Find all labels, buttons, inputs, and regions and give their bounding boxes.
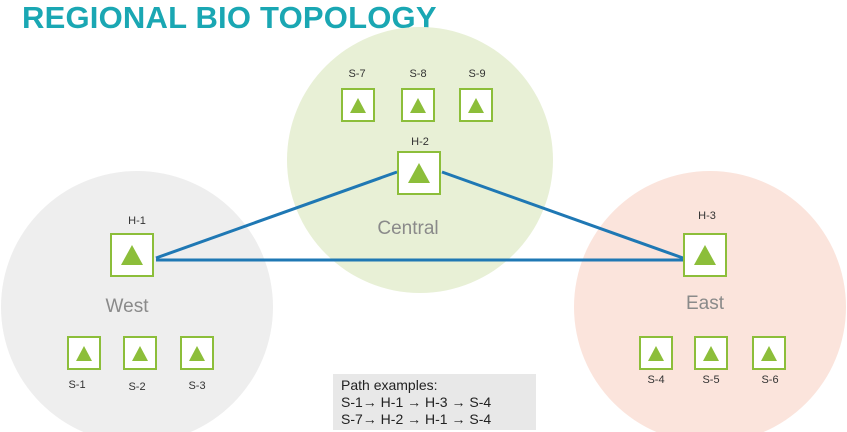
path-examples-heading: Path examples: xyxy=(341,377,438,393)
triangle-icon xyxy=(76,345,92,361)
region-label-west: West xyxy=(105,296,149,317)
triangle-icon xyxy=(761,345,777,361)
triangle-icon xyxy=(121,245,143,265)
hub-label-h1: H-1 xyxy=(128,215,146,227)
hub-node-h3[interactable] xyxy=(683,233,727,277)
hub-node-h1[interactable] xyxy=(110,233,154,277)
link-h2-h3 xyxy=(441,170,684,260)
path-examples-box: Path examples: S-1→ H-1 → H-3 → S-4 S-7→… xyxy=(333,374,536,430)
hub-label-h3: H-3 xyxy=(698,210,716,222)
site-label-s9: S-9 xyxy=(468,68,486,80)
site-label-s8: S-8 xyxy=(409,68,427,80)
triangle-icon xyxy=(132,345,148,361)
hub-node-h2[interactable] xyxy=(397,151,441,195)
triangle-icon xyxy=(408,163,430,183)
site-node-s5[interactable] xyxy=(694,336,728,370)
page-title: REGIONAL BIO TOPOLOGY xyxy=(22,0,437,35)
path-example-line: S-7→ H-2 → H-1 → S-4 xyxy=(341,411,492,427)
site-label-s4: S-4 xyxy=(647,374,665,386)
triangle-icon xyxy=(189,345,205,361)
triangle-icon xyxy=(410,97,426,113)
site-label-s6: S-6 xyxy=(761,374,779,386)
triangle-icon xyxy=(350,97,366,113)
region-label-central: Central xyxy=(377,218,439,239)
site-label-s2: S-2 xyxy=(128,381,146,393)
site-label-s3: S-3 xyxy=(188,380,206,392)
site-node-s9[interactable] xyxy=(459,88,493,122)
site-node-s1[interactable] xyxy=(67,336,101,370)
triangle-icon xyxy=(648,345,664,361)
link-h1-h2 xyxy=(155,170,398,260)
path-example-line: S-1→ H-1 → H-3 → S-4 xyxy=(341,394,492,410)
site-node-s4[interactable] xyxy=(639,336,673,370)
site-node-s7[interactable] xyxy=(341,88,375,122)
site-label-s5: S-5 xyxy=(702,374,720,386)
site-label-s1: S-1 xyxy=(68,379,86,391)
site-node-s2[interactable] xyxy=(123,336,157,370)
site-node-s3[interactable] xyxy=(180,336,214,370)
region-label-east: East xyxy=(685,293,725,314)
triangle-icon xyxy=(703,345,719,361)
site-node-s8[interactable] xyxy=(401,88,435,122)
hub-label-h2: H-2 xyxy=(411,136,429,148)
triangle-icon xyxy=(694,245,716,265)
site-node-s6[interactable] xyxy=(752,336,786,370)
triangle-icon xyxy=(468,97,484,113)
site-label-s7: S-7 xyxy=(348,68,366,80)
